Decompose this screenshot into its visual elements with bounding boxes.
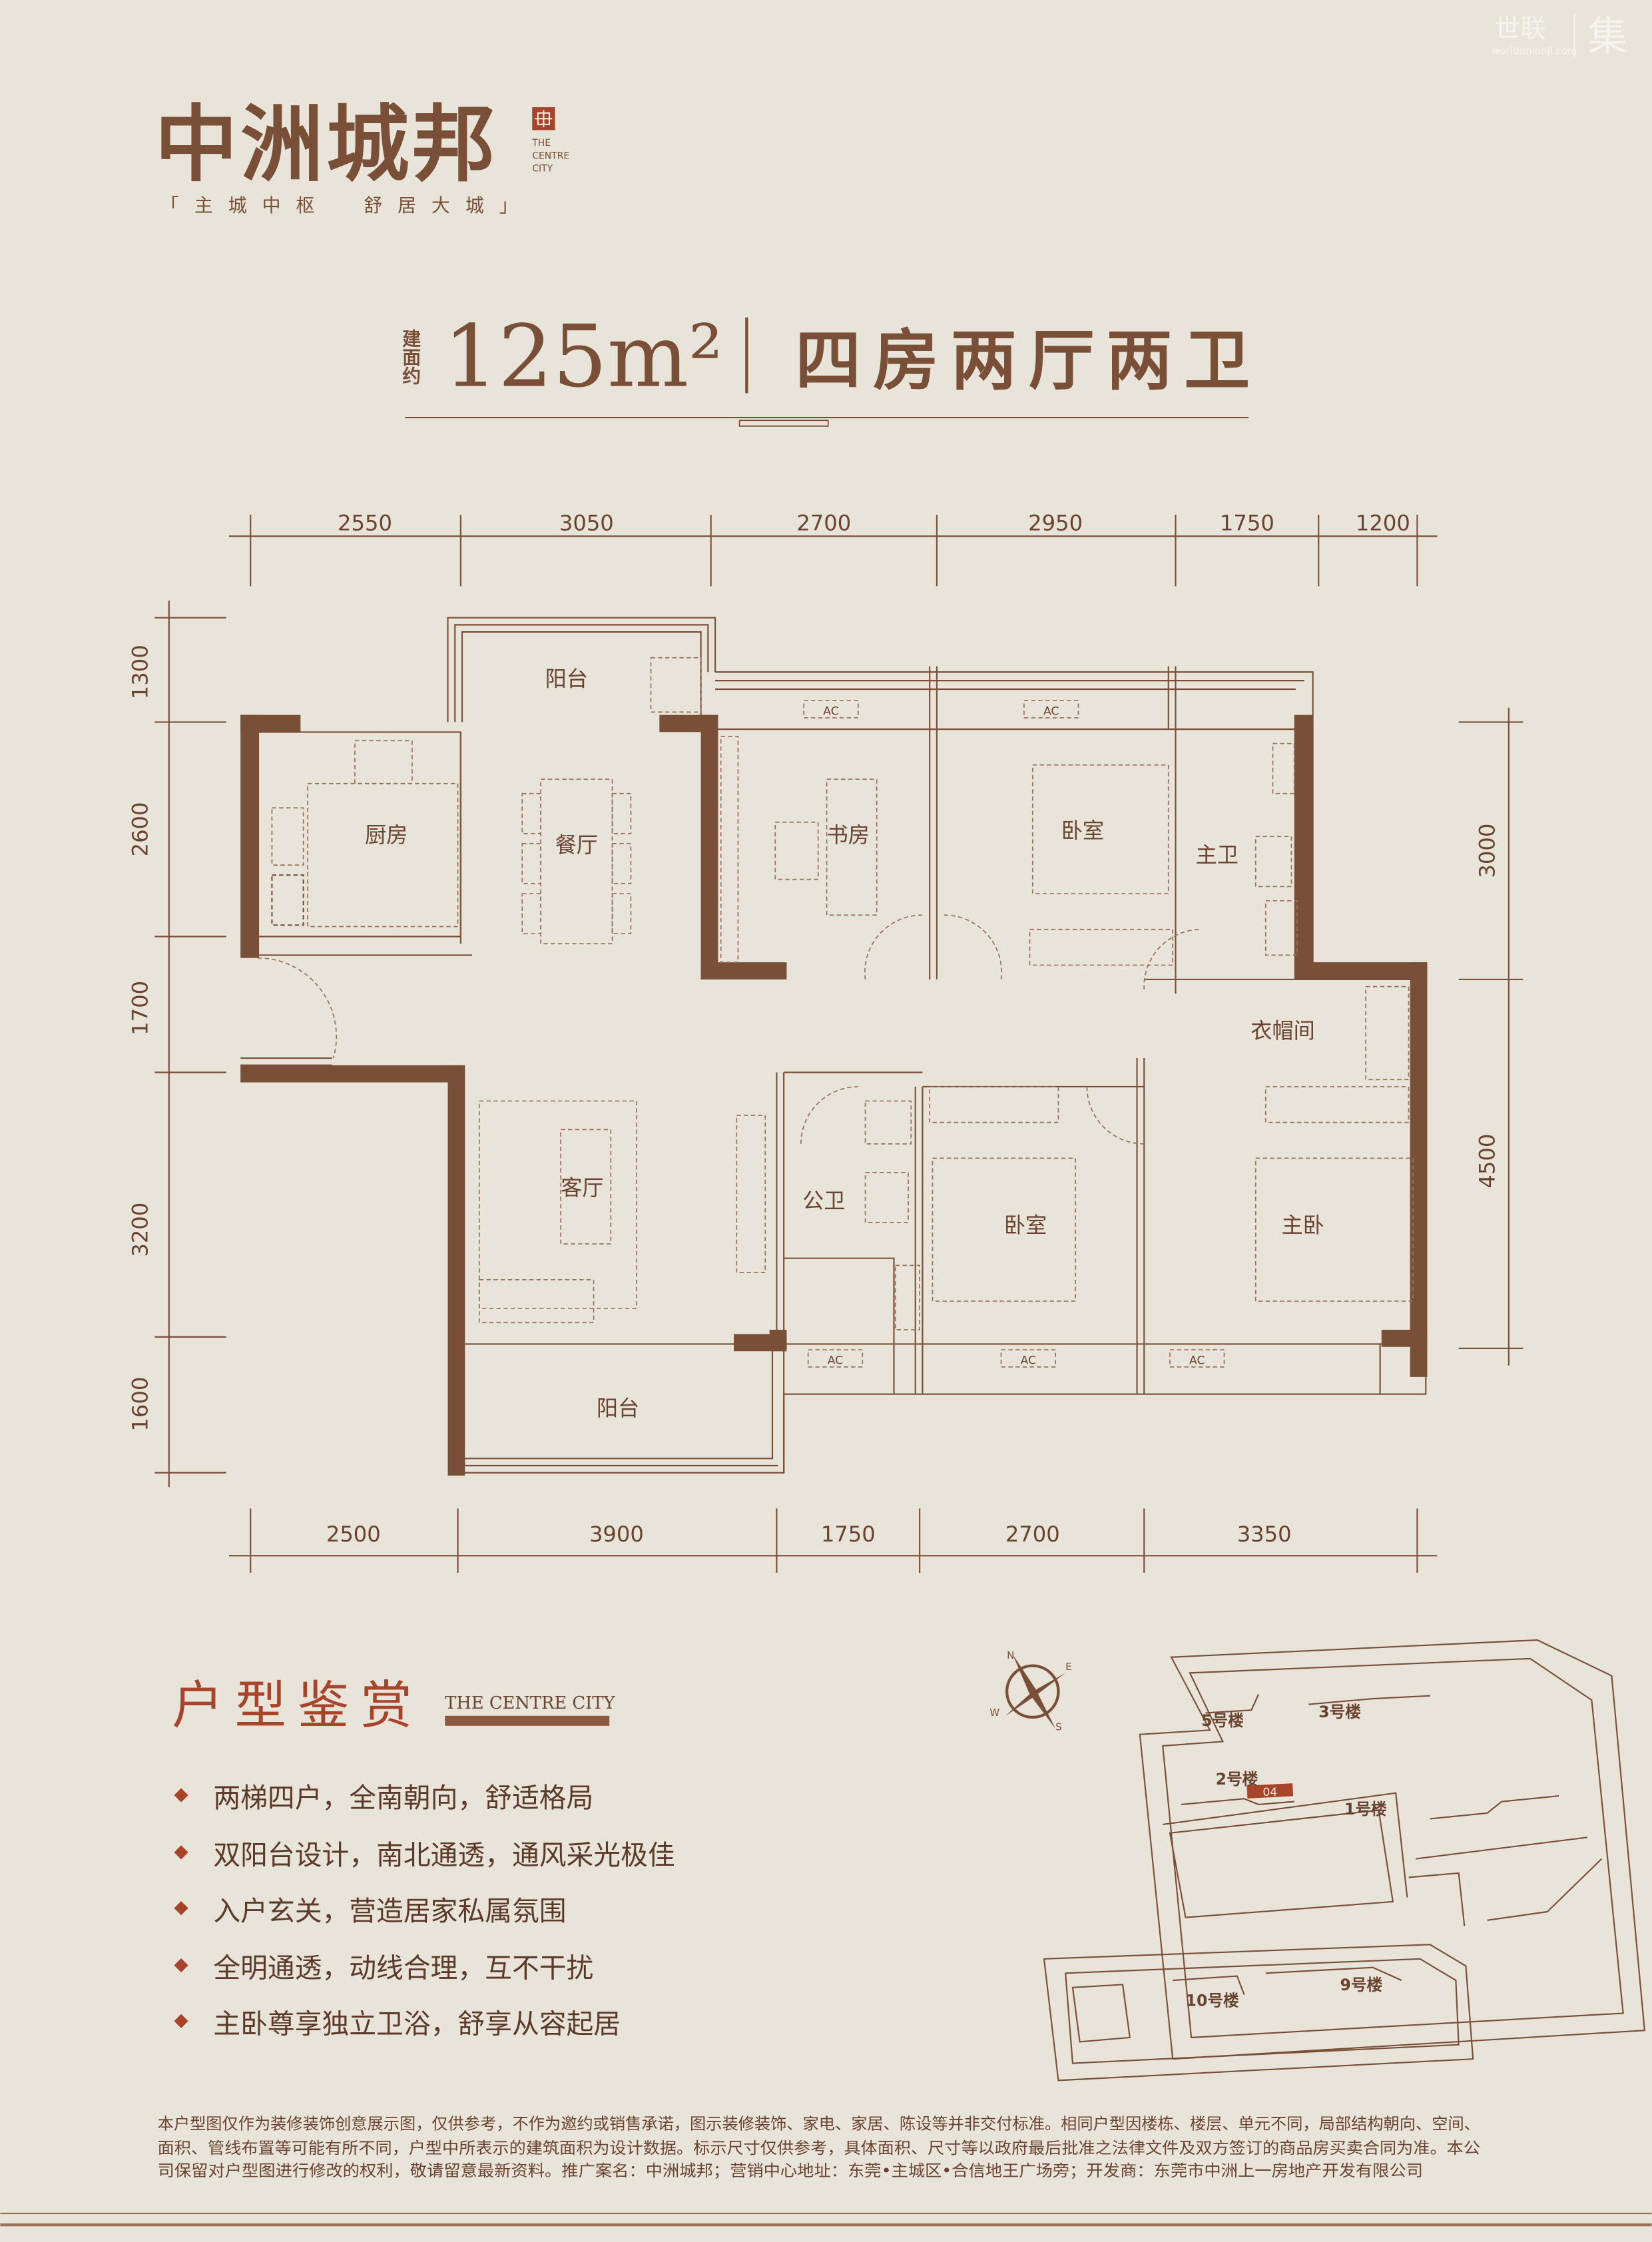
room-kitchen: 厨房 (365, 822, 408, 848)
feature-item: 双阳台设计，南北通透，通风采光极佳 (213, 1839, 675, 1871)
room-labels: 阳台 厨房 餐厅 书房 卧室 主卫 衣帽间 客厅 公卫 卧室 主卧 阳台 (365, 667, 1324, 1421)
dim-right-1: 3000 (1474, 824, 1500, 878)
logo-seal-glyph (535, 110, 553, 128)
room-bedroom-south: 卧室 (1004, 1213, 1047, 1238)
compass-w: W (989, 1707, 999, 1719)
building-10-label: 10号楼 (1186, 1992, 1239, 2010)
dimensions: 2550 3050 2700 2950 1750 1200 2500 3900 … (128, 511, 1523, 1573)
ac-label: AC (1043, 705, 1059, 718)
features-subtitle-bar (445, 1715, 610, 1726)
logo-english-3: CITY (532, 164, 553, 174)
dim-right-2: 4500 (1474, 1134, 1500, 1189)
ac-units: AC AC AC AC AC (803, 700, 1225, 1368)
headline-underline-tab (738, 420, 829, 427)
dim-bottom-4: 2700 (1005, 1522, 1060, 1547)
dim-bottom-5: 3350 (1237, 1522, 1292, 1547)
dim-left-4: 3200 (128, 1203, 153, 1257)
ac-label: AC (828, 1354, 843, 1368)
dim-top-6: 1200 (1356, 511, 1410, 536)
dim-top-3: 2700 (796, 511, 851, 536)
dim-ticks-bottom (250, 1508, 1418, 1573)
room-dining: 餐厅 (555, 832, 598, 858)
compass-n: N (1007, 1649, 1014, 1661)
room-balcony-south: 阳台 (597, 1396, 639, 1421)
site-plan: 04 5号楼 3号楼 2号楼 1号楼 10号楼 9号楼 (1043, 1639, 1646, 2082)
room-master-bedroom: 主卧 (1281, 1213, 1324, 1238)
logo-english-2: CENTRE (532, 150, 569, 161)
features-section: 户型鉴赏 THE CENTRE CITY 两梯四户，全南朝向，舒适格局 双阳台设… (172, 1676, 675, 2040)
thick-walls (240, 714, 1428, 1476)
bullet-icon (174, 2014, 188, 2028)
logo-english-1: THE (531, 138, 551, 148)
watermark-site: worldunionji.com (1492, 45, 1577, 57)
building-5-label: 5号楼 (1201, 1711, 1244, 1730)
feature-item: 入户玄关，营造居家私属氛围 (213, 1895, 566, 1927)
features-subtitle: THE CENTRE CITY (445, 1693, 615, 1713)
feature-item: 全明通透，动线合理，互不干扰 (213, 1952, 593, 1984)
feature-item: 两梯四户，全南朝向，舒适格局 (213, 1782, 593, 1814)
dim-ticks-top (250, 515, 1418, 587)
room-closet: 衣帽间 (1250, 1018, 1315, 1043)
dim-ticks-left (154, 617, 226, 1474)
dim-left-3: 1700 (128, 981, 153, 1035)
watermark-mark: 集 (1587, 13, 1627, 60)
logo-name: 中洲城邦 (154, 96, 497, 193)
watermark-brand: 世联 (1494, 14, 1545, 44)
room-living: 客厅 (561, 1175, 603, 1201)
room-balcony-north: 阳台 (545, 667, 588, 692)
door-swings (257, 914, 1202, 1145)
bullet-icon (174, 1900, 188, 1916)
dim-top-4: 2950 (1028, 511, 1083, 536)
building-1-label: 1号楼 (1344, 1800, 1387, 1819)
disclaimer-line: 本户型图仅作为装修装饰创意展示图，仅供参考，不作为邀约或销售承诺，图示装修装饰、… (158, 2114, 1480, 2133)
dim-bottom-2: 3900 (589, 1522, 644, 1547)
feature-item: 主卧尊享独立卫浴，舒享从容起居 (213, 2008, 621, 2040)
dim-left-5: 1600 (128, 1377, 153, 1432)
bullet-icon (174, 1845, 188, 1860)
dim-left-2: 2600 (128, 802, 153, 856)
compass-icon: N E S W (989, 1649, 1071, 1733)
dim-top-1: 2550 (338, 511, 392, 536)
dim-top-2: 3050 (559, 511, 614, 536)
dim-top-5: 1750 (1220, 511, 1274, 536)
site-plan-outline (1043, 1639, 1646, 2082)
disclaimer-line: 司保留对户型图进行修改的权利，敬请留意最新资料。推广案名：中洲城邦；营销中心地址… (158, 2161, 1423, 2180)
unit-label: 04 (1262, 1786, 1277, 1799)
watermark: 世联 worldunionji.com 集 (1492, 13, 1627, 60)
dim-bottom-3: 1750 (821, 1522, 876, 1547)
compass-s: S (1055, 1721, 1062, 1733)
room-master-bath: 主卫 (1196, 842, 1239, 868)
building-3-label: 3号楼 (1318, 1703, 1361, 1721)
floor-plan: AC AC AC AC AC 阳台 厨房 餐厅 书房 卧室 主卫 衣帽间 客厅 … (240, 617, 1428, 1476)
room-study: 书房 (827, 822, 870, 848)
dim-left-1: 1300 (128, 645, 153, 699)
room-bedroom-north: 卧室 (1061, 818, 1104, 843)
ac-label: AC (1189, 1354, 1205, 1368)
compass-e: E (1065, 1661, 1072, 1673)
area-prefix: 建面约 (400, 328, 421, 384)
dim-bottom-1: 2500 (326, 1522, 381, 1547)
ac-label: AC (1021, 1354, 1036, 1368)
bullet-icon (174, 1788, 188, 1803)
building-9-label: 9号楼 (1340, 1976, 1382, 1994)
disclaimer: 本户型图仅作为装修装饰创意展示图，仅供参考，不作为邀约或销售承诺，图示装修装饰、… (158, 2114, 1480, 2180)
dim-ticks-right (1458, 721, 1523, 1349)
disclaimer-line: 面积、管线布置等可能有所不同，户型中所表示的建筑面积为设计数据。标示尺寸仅供参考… (158, 2139, 1480, 2157)
unit-highlight (1246, 1783, 1294, 1799)
ac-label: AC (823, 705, 838, 718)
room-public-bath: 公卫 (802, 1188, 845, 1213)
features-title: 户型鉴赏 (172, 1676, 423, 1736)
area-value: 125m² (443, 307, 723, 407)
bullet-icon (174, 1958, 188, 1973)
building-2-label: 2号楼 (1216, 1770, 1258, 1789)
